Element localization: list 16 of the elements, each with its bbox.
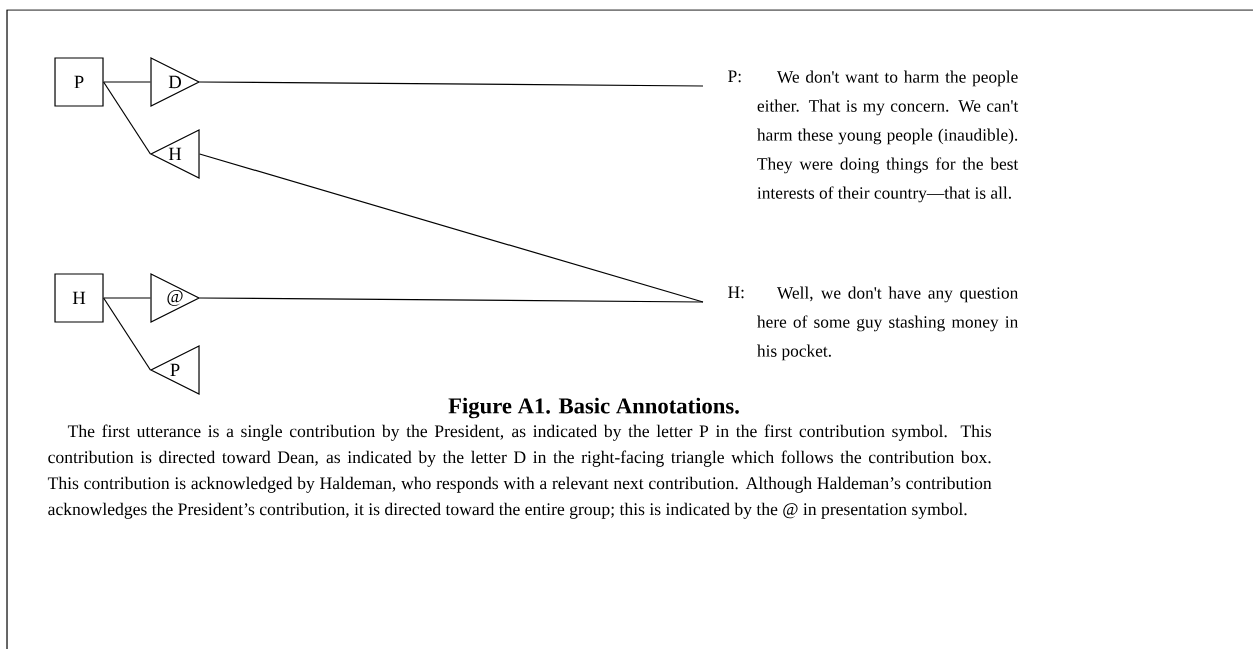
- contribution-box: H: [54, 273, 104, 323]
- connector-line: [103, 297, 151, 299]
- figure-caption: The first utterance is a single contribution by the President, as indicated by the letter P in the first contribution symbol. This contribution is directed toward Dean, as indicated by the letter D in the right-facing triangle which follows the contribution box. This contribution is acknowledged by Haldeman, who responds with a relevant next contribution. Although Haldeman’s contribution acknowledges the President’s contribution, it is directed toward the entire group; this is indicated by the @ in presentation symbol.: [47, 424, 992, 519]
- connector-line: [103, 297, 151, 371]
- utterance-text: H: Well, we don't have any question here of some guy stashing money in his pocket.: [728, 286, 1018, 361]
- right-facing-triangle: D: [150, 57, 201, 107]
- connector-line: [199, 297, 704, 303]
- left-facing-triangle: P: [149, 345, 200, 395]
- figure-title: Figure A1. Basic Annotations.: [448, 397, 739, 419]
- left-facing-triangle: H: [149, 129, 200, 179]
- connector-line: [103, 81, 151, 155]
- utterance-text: P: We don't want to harm the people either. That is my concern. We can't harm these young people (inaudible). They were doing things for the best interests of their country—that is all.: [728, 70, 1019, 203]
- right-facing-triangle: @: [150, 273, 201, 323]
- contribution-box: P: [54, 57, 104, 107]
- connector-line: [103, 81, 151, 83]
- connector-line: [199, 81, 704, 87]
